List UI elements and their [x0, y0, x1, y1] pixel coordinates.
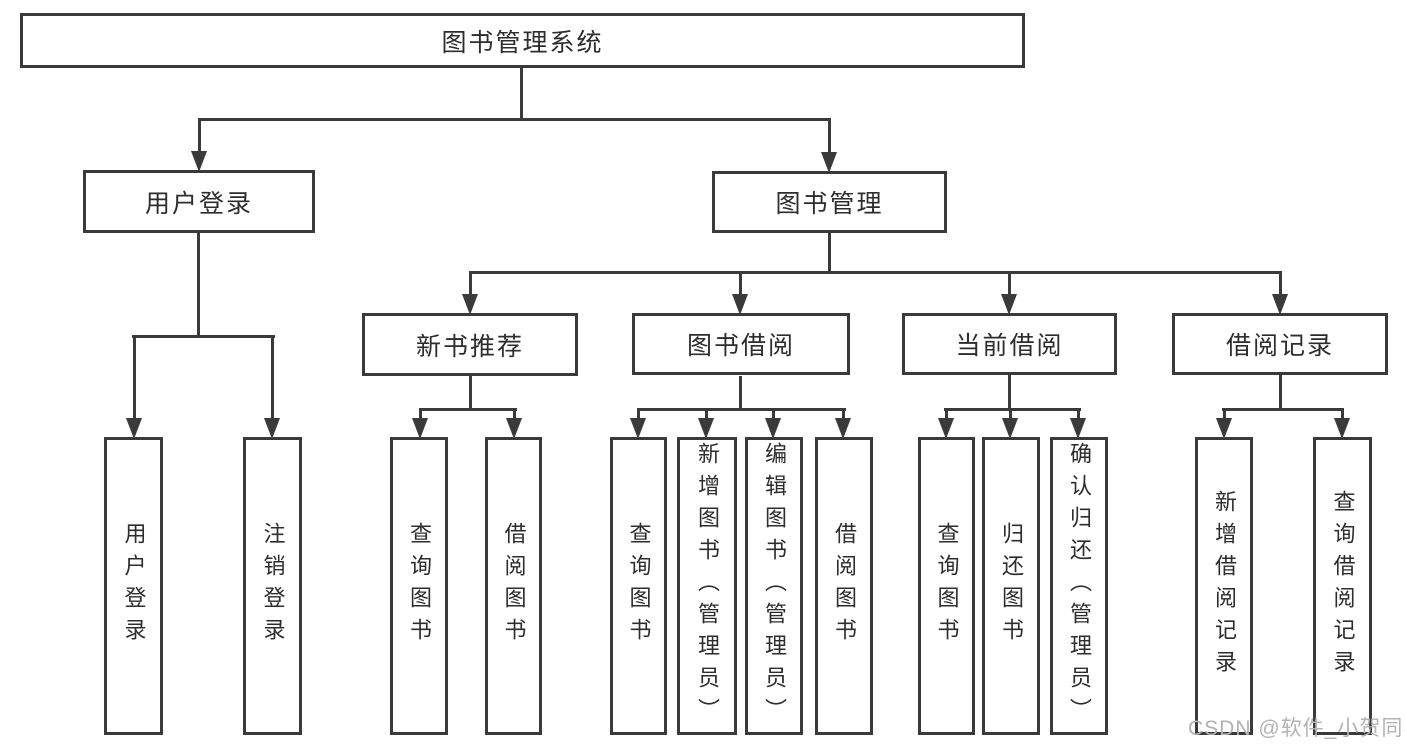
- arrow-down-icon: [821, 152, 837, 173]
- leaf-logout: 注销登录: [243, 437, 302, 735]
- connector-line: [520, 68, 523, 121]
- connector-line: [1077, 408, 1080, 420]
- arrow-down-icon: [264, 418, 280, 439]
- connector-line: [842, 408, 845, 420]
- node-label: 新增借阅记录: [1212, 490, 1237, 682]
- node-label: 借阅图书: [501, 522, 527, 650]
- connector-line: [469, 271, 472, 296]
- connector-line: [197, 233, 200, 338]
- connector-line: [132, 335, 275, 338]
- leaf-records-query-record: 查询借阅记录: [1313, 437, 1372, 735]
- leaf-newbooks-query-books: 查询图书: [390, 437, 448, 735]
- node-label: 用户登录: [144, 189, 253, 218]
- connector-line: [1009, 408, 1012, 420]
- arrow-down-icon: [835, 418, 851, 439]
- connector-line: [637, 408, 640, 420]
- connector-line: [419, 408, 517, 411]
- connector-line: [271, 335, 274, 420]
- connector-line: [198, 118, 201, 153]
- node-current-borrowing: 当前借阅: [902, 313, 1117, 375]
- node-label: 编辑图书（管理员）: [762, 442, 787, 730]
- arrow-down-icon: [765, 418, 781, 439]
- node-new-book-recommendation: 新书推荐: [362, 313, 578, 376]
- node-label: 归还图书: [999, 522, 1024, 650]
- connector-line: [469, 271, 1281, 274]
- arrow-down-icon: [698, 418, 714, 439]
- leaf-current-query-books: 查询图书: [918, 437, 975, 735]
- leaf-newbooks-borrow-books: 借阅图书: [485, 437, 542, 735]
- node-label: 图书管理系统: [441, 28, 604, 57]
- arrow-down-icon: [1216, 418, 1232, 439]
- connector-line: [739, 376, 742, 411]
- connector-line: [1341, 408, 1344, 420]
- node-label: 新书推荐: [415, 332, 524, 361]
- node-label: 图书管理: [775, 190, 884, 218]
- arrow-down-icon: [938, 418, 954, 439]
- connector-line: [1008, 271, 1011, 296]
- node-label: 确认归还（管理员）: [1067, 442, 1092, 730]
- leaf-borrow-query-books: 查询图书: [610, 437, 667, 735]
- arrow-down-icon: [126, 418, 142, 439]
- leaf-current-return-books: 归还图书: [982, 437, 1040, 735]
- connector-line: [637, 408, 846, 411]
- node-label: 查询图书: [626, 522, 652, 650]
- node-label: 新增图书（管理员）: [695, 442, 720, 730]
- arrow-down-icon: [1334, 418, 1350, 439]
- arrow-down-icon: [1002, 418, 1018, 439]
- connector-line: [1279, 271, 1282, 296]
- leaf-current-confirm-return-admin: 确认归还（管理员）: [1050, 437, 1108, 735]
- connector-line: [945, 408, 948, 420]
- connector-line: [772, 408, 775, 420]
- node-library-management-system: 图书管理系统: [20, 13, 1025, 68]
- node-label: 查询图书: [407, 522, 432, 650]
- leaf-borrow-edit-books-admin: 编辑图书（管理员）: [745, 437, 803, 735]
- node-label: 借阅记录: [1225, 332, 1334, 360]
- connector-line: [828, 118, 831, 154]
- arrow-down-icon: [1001, 294, 1017, 315]
- connector-line: [944, 408, 1081, 411]
- connector-line: [419, 408, 422, 420]
- node-label: 图书借阅: [686, 332, 795, 360]
- arrow-down-icon: [1272, 294, 1288, 315]
- connector-line: [133, 335, 136, 420]
- connector-line: [198, 118, 831, 121]
- connector-line: [1008, 375, 1011, 411]
- node-label: 用户登录: [121, 522, 147, 650]
- arrow-down-icon: [506, 418, 522, 439]
- csdn-watermark: CSDN @软件_小贺同学: [1188, 717, 1405, 740]
- leaf-records-add-record: 新增借阅记录: [1195, 437, 1253, 735]
- connector-line: [1223, 408, 1226, 420]
- connector-line: [469, 376, 472, 411]
- arrow-down-icon: [462, 294, 478, 315]
- arrow-down-icon: [412, 418, 428, 439]
- arrow-down-icon: [732, 294, 748, 315]
- node-book-management: 图书管理: [712, 171, 947, 233]
- connector-line: [739, 271, 742, 296]
- node-label: 当前借阅: [955, 332, 1064, 360]
- arrow-down-icon: [191, 151, 207, 172]
- node-label: 借阅图书: [832, 522, 857, 650]
- node-book-borrowing: 图书借阅: [632, 313, 850, 375]
- node-borrowing-records: 借阅记录: [1172, 313, 1388, 375]
- connector-line: [513, 408, 516, 420]
- arrow-down-icon: [630, 418, 646, 439]
- leaf-borrow-add-books-admin: 新增图书（管理员）: [677, 437, 737, 735]
- connector-line: [1222, 408, 1344, 411]
- node-label: 查询借阅记录: [1330, 490, 1356, 682]
- leaf-user-login: 用户登录: [104, 437, 163, 735]
- connector-line: [828, 233, 831, 274]
- leaf-borrow-borrow-books: 借阅图书: [815, 437, 873, 735]
- connector-line: [1279, 375, 1282, 411]
- connector-line: [705, 408, 708, 420]
- node-label: 注销登录: [260, 522, 286, 650]
- arrow-down-icon: [1070, 418, 1086, 439]
- node-label: 查询图书: [934, 522, 960, 650]
- node-user-login: 用户登录: [83, 170, 315, 233]
